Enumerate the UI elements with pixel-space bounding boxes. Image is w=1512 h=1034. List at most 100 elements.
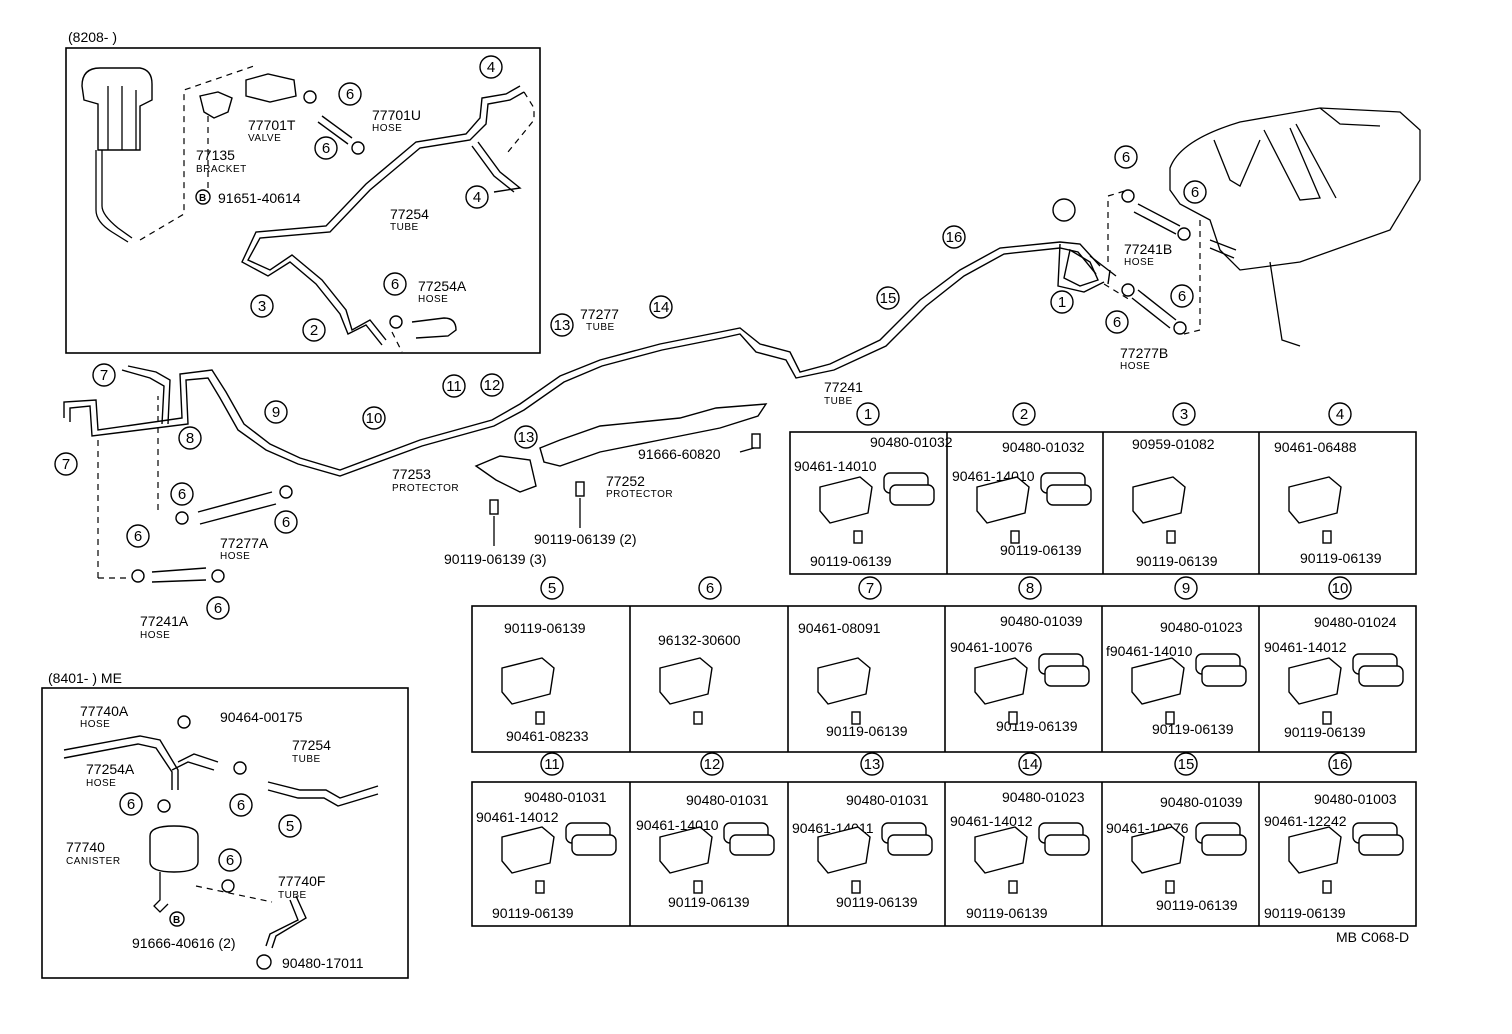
- clamp-part-icon: [819, 472, 935, 544]
- clamp-icon: [131, 569, 145, 583]
- clamp-icon: [303, 90, 317, 104]
- cell-part-number: 90461-14010: [636, 817, 719, 833]
- callout-marker: 7: [92, 363, 116, 387]
- cell-part-number: 90480-01023: [1160, 619, 1243, 635]
- cell-callout-number: 8: [1026, 580, 1034, 597]
- clamp-icon: [211, 569, 225, 583]
- callout-marker: 13: [550, 313, 574, 337]
- cell-part-number: 90119-06139: [810, 553, 892, 569]
- part-number: 77740F: [278, 873, 325, 889]
- cell-part-number: 90461-12242: [1264, 813, 1347, 829]
- cell-part-number: 90119-06139: [668, 894, 750, 910]
- diagram-code: MB C068-D: [1336, 929, 1409, 945]
- cell-callout-number: 5: [548, 580, 556, 597]
- callout-marker: 6: [126, 524, 150, 548]
- cell-part-number: 90119-06139: [1264, 905, 1346, 921]
- part-number: 77254A: [86, 761, 135, 777]
- clamp-part-icon: [501, 657, 555, 725]
- cell-part-number: f90461-14010: [1106, 643, 1193, 659]
- cell-callout-number: 2: [1020, 406, 1028, 423]
- callout-marker: 6: [1114, 145, 1138, 169]
- callout-marker: 3: [250, 294, 274, 318]
- part-desc: TUBE: [390, 222, 419, 233]
- cell-callout-number: 1: [864, 406, 872, 423]
- protector-77253-shape: [474, 455, 537, 493]
- callout-number: 5: [286, 818, 294, 835]
- callout-marker: 4: [479, 55, 503, 79]
- part-desc: TUBE: [278, 890, 307, 901]
- table-layer: 190480-0103290461-1401090119-06139290480…: [476, 402, 1404, 921]
- main-tube: [63, 241, 1117, 477]
- inset-bottom: (8401- ) ME: [41, 670, 409, 979]
- part-number: 77254: [292, 737, 331, 753]
- callout-number: 6: [134, 528, 142, 545]
- callout-number: 6: [322, 140, 330, 157]
- cell-part-number: 90461-14012: [1264, 639, 1347, 655]
- tube-77254-inset: [241, 85, 525, 346]
- cell-callout-number: 7: [866, 580, 874, 597]
- part-number: 90119-06139 (3): [444, 551, 546, 567]
- inset-bottom-label: (8401- ) ME: [48, 670, 122, 686]
- callout-number: 12: [484, 377, 501, 394]
- cell-part-number: 90119-06139: [1284, 724, 1366, 740]
- part-number: 77241B: [1124, 241, 1172, 257]
- part-number: 77241A: [140, 613, 189, 629]
- clamp-icon: [1121, 189, 1135, 203]
- part-number: 77701U: [372, 107, 421, 123]
- clamp-icon: [389, 315, 403, 329]
- part-desc: HOSE: [418, 294, 448, 305]
- callout-number: 7: [100, 367, 108, 384]
- part-number: 77254A: [418, 278, 467, 294]
- callout-number: 1: [1058, 294, 1066, 311]
- cell-callout-number: 9: [1182, 580, 1190, 597]
- clamp-part-icon: [817, 657, 871, 725]
- callout-marker: 6: [1105, 310, 1129, 334]
- cell-part-number: 90461-08233: [506, 728, 589, 744]
- cell-part-number: 90480-01031: [524, 789, 607, 805]
- part-number: 77277: [580, 306, 619, 322]
- cell-part-number: 90461-14012: [476, 809, 559, 825]
- callout-marker: 4: [465, 185, 489, 209]
- part-desc: HOSE: [86, 778, 116, 789]
- callout-marker: 1: [1050, 290, 1074, 314]
- clamp-icon: [175, 511, 189, 525]
- callout-number: 13: [554, 317, 571, 334]
- callout-number: 6: [178, 486, 186, 503]
- clamp-icon: [1121, 283, 1135, 297]
- callout-marker: 6: [119, 792, 143, 816]
- callout-number: 6: [391, 276, 399, 293]
- cell-part-number: 90480-01039: [1160, 794, 1243, 810]
- clamp-part-icon: [817, 822, 933, 894]
- cell-part-number: 90119-06139: [504, 620, 586, 636]
- part-desc: TUBE: [292, 754, 321, 765]
- cell-part-number: 90461-14010: [794, 458, 877, 474]
- clamp-part-icon: [1288, 822, 1404, 894]
- part-desc: HOSE: [80, 719, 110, 730]
- inset-bottom-frame: [41, 687, 409, 979]
- part-desc: HOSE: [372, 123, 402, 134]
- svg-text:B: B: [173, 915, 181, 926]
- callout-number: 3: [258, 298, 266, 315]
- clamp-part-icon: [1131, 653, 1247, 725]
- callout-number: 6: [1191, 184, 1199, 201]
- callout-marker: 6: [274, 510, 298, 534]
- cell-part-number: 90119-06139: [1000, 542, 1082, 558]
- callout-number: 8: [186, 430, 194, 447]
- part-desc: CANISTER: [66, 856, 121, 867]
- callout-number: 9: [272, 404, 280, 421]
- callout-number: 6: [1178, 288, 1186, 305]
- fuel-tank-shape: [1169, 107, 1421, 347]
- part-number: 77252: [606, 473, 645, 489]
- callout-marker: 16: [942, 225, 966, 249]
